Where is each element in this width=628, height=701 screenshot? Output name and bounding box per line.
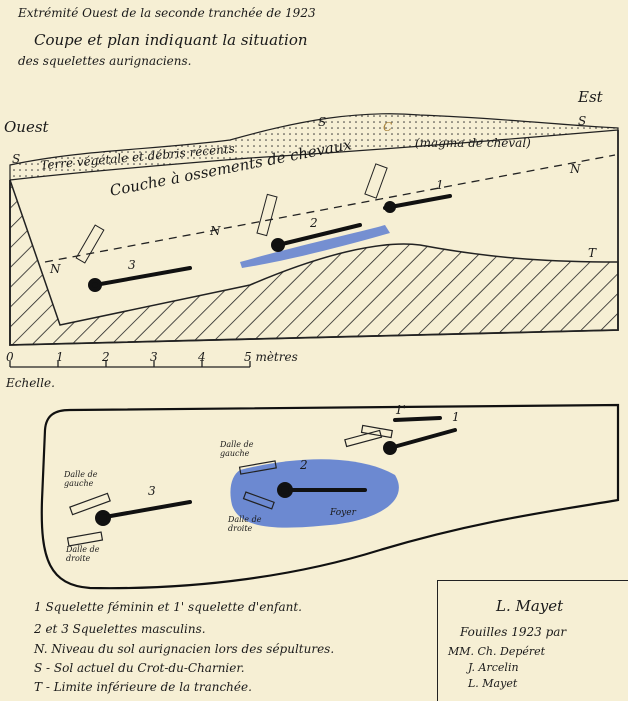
slab-label: Dalle de droite (228, 515, 262, 533)
signature-box: L. Mayet Fouilles 1923 par MM. Ch. Depér… (437, 580, 628, 701)
west-label: Ouest (4, 118, 49, 136)
legend-item: T - Limite inférieure de la tranchée. (34, 680, 252, 694)
s-label: S (12, 152, 21, 166)
slab-label: Dalle de droite (66, 545, 100, 563)
horse-magma-label: (magma de cheval) (415, 136, 531, 150)
s-label: S (578, 114, 587, 128)
scale-tick: 3 (150, 350, 158, 364)
east-label: Est (578, 88, 603, 106)
skeleton-number: 2 (300, 458, 308, 472)
skeleton-number: 1 (452, 410, 460, 424)
legend-item: 2 et 3 Squelettes masculins. (34, 622, 206, 636)
slabs-plan (66, 424, 393, 547)
slab (364, 163, 388, 199)
signature-line: L. Mayet (468, 677, 518, 690)
scale-tick: 5 mètres (244, 350, 298, 364)
signature-line: Fouilles 1923 par (460, 625, 567, 639)
skeleton-number: 3 (128, 258, 136, 272)
scale-tick: 0 (6, 350, 14, 364)
t-label: T (588, 246, 597, 260)
signature-line: MM. Ch. Depéret (448, 645, 546, 658)
n-level-line (44, 154, 616, 263)
scale-label: Echelle. (6, 376, 55, 390)
skeletons-plan (95, 416, 457, 526)
skeleton-number: 1' (395, 403, 406, 417)
n-label: N (50, 262, 61, 276)
legend-item: 1 Squelette féminin et 1' squelette d'en… (34, 600, 302, 614)
skeleton-number: 2 (310, 216, 318, 230)
n-label: N (210, 224, 221, 238)
bedrock-hatched (9, 179, 619, 346)
header-line-2: Coupe et plan indiquant la situation (34, 31, 308, 49)
skeletons-section (88, 194, 452, 292)
hearth-section (240, 225, 390, 268)
slab-label: Dalle de gauche (64, 470, 98, 488)
hearth-plan (230, 459, 399, 528)
plan-outline (40, 403, 620, 590)
skeleton-number: 1 (436, 178, 444, 192)
scale-tick: 2 (102, 350, 110, 364)
legend-item: S - Sol actuel du Crot-du-Charnier. (34, 661, 245, 675)
scale-tick: 4 (198, 350, 206, 364)
slab (256, 193, 278, 237)
header-line-1: Extrémité Ouest de la seconde tranchée d… (18, 6, 316, 20)
signature-line: J. Arcelin (468, 661, 519, 674)
slab (75, 224, 105, 264)
c-label: C (383, 120, 393, 134)
slab-label: Dalle de gauche (220, 440, 254, 458)
topsoil-layer (9, 113, 619, 181)
scale-bar (9, 361, 251, 368)
skeleton-number: 3 (148, 484, 156, 498)
cross-section (9, 113, 619, 346)
s-label: S (318, 115, 327, 129)
legend-item: N. Niveau du sol aurignacien lors des sé… (34, 642, 335, 656)
hearth-label: Foyer (330, 508, 356, 518)
plan-view (40, 403, 620, 590)
scale-tick: 1 (56, 350, 64, 364)
n-label: N (570, 162, 581, 176)
header-line-3: des squelettes aurignaciens. (18, 54, 192, 68)
signature-name: L. Mayet (496, 597, 564, 615)
